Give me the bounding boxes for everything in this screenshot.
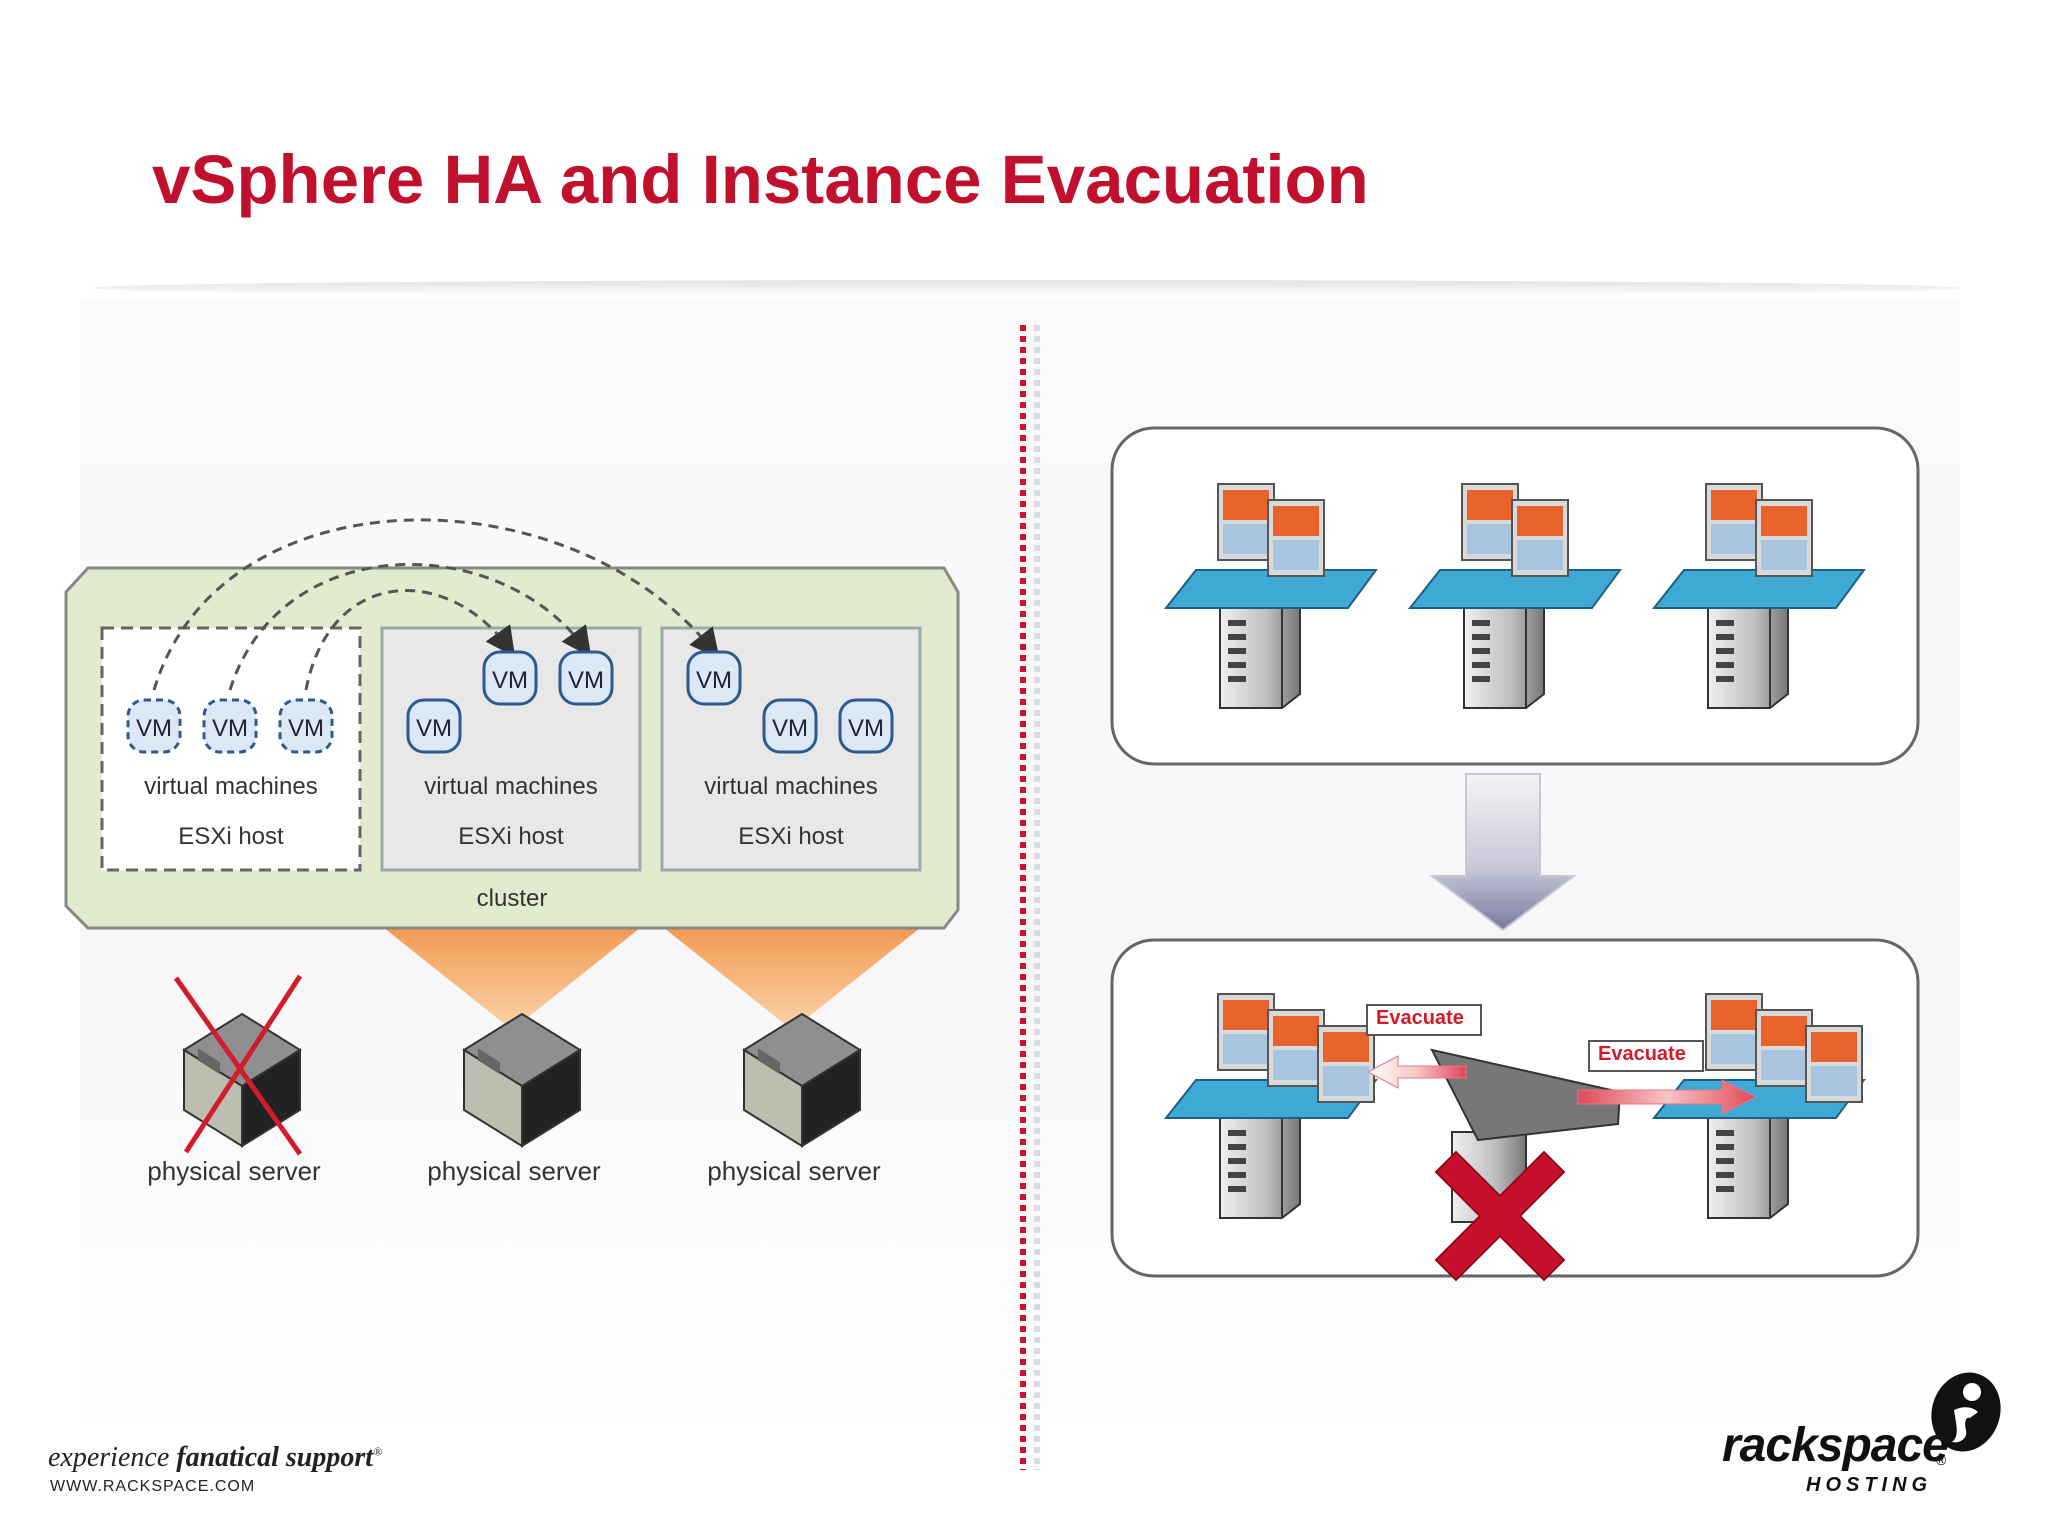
physical-server-icon xyxy=(742,1012,862,1148)
brand-registered-mark: ® xyxy=(1936,1452,1947,1468)
server-label: physical server xyxy=(427,1156,601,1186)
vm-badge-dashed: VM xyxy=(126,698,182,754)
host-vms-label: virtual machines xyxy=(144,773,317,800)
vm-badge: VM xyxy=(406,698,462,754)
physical-server-icon xyxy=(462,1012,582,1148)
vm-badge: VM xyxy=(558,650,614,706)
vm-card-stack-icon xyxy=(1705,993,1863,1103)
server-tower-icon xyxy=(1219,594,1301,709)
host-label: ESXi host xyxy=(738,823,844,850)
host-vms-label: virtual machines xyxy=(424,773,597,800)
vm-badge: VM xyxy=(686,650,742,706)
svg-text:VM: VM xyxy=(416,715,452,742)
vm-card-stack-icon xyxy=(1217,993,1375,1103)
svg-text:VM: VM xyxy=(696,667,732,694)
svg-text:VM: VM xyxy=(568,667,604,694)
down-arrow-icon xyxy=(1429,773,1577,932)
host-with-vms-icon xyxy=(1651,483,1866,709)
footer-tagline: experience fanatical support® xyxy=(48,1442,383,1473)
vm-card-stack-icon xyxy=(1217,483,1325,577)
server-tower-icon xyxy=(1219,1104,1301,1219)
vm-badge-dashed: VM xyxy=(202,698,258,754)
evacuate-label: Evacuate xyxy=(1366,1004,1482,1036)
brand-subtitle: HOSTING xyxy=(1806,1474,1933,1496)
host-with-vms-icon xyxy=(1651,993,1866,1219)
svg-text:VM: VM xyxy=(136,715,172,742)
svg-text:VM: VM xyxy=(492,667,528,694)
server-label: physical server xyxy=(707,1156,881,1186)
vm-badge: VM xyxy=(482,650,538,706)
rackspace-logo-icon xyxy=(1931,1372,2001,1452)
vertical-divider-shadow xyxy=(1034,325,1040,1470)
server-tower-icon xyxy=(1463,594,1545,709)
brand-name: rackspace xyxy=(1722,1419,1949,1472)
cluster-label: cluster xyxy=(477,885,548,912)
svg-text:VM: VM xyxy=(288,715,324,742)
vm-card-stack-icon xyxy=(1705,483,1813,577)
projection-beam xyxy=(384,928,640,1030)
evacuate-arrow-left xyxy=(1366,1055,1467,1089)
failure-cross-icon xyxy=(173,974,303,1156)
projection-beam xyxy=(664,928,920,1030)
migration-arc xyxy=(304,589,516,691)
left-diagram: VM VM VM VM VM VM VM VM xyxy=(64,518,960,1186)
server-label: physical server xyxy=(147,1156,321,1186)
migration-arc xyxy=(228,562,592,691)
vertical-divider xyxy=(1020,325,1026,1470)
migration-arc xyxy=(152,518,720,691)
host-vms-label: virtual machines xyxy=(704,773,877,800)
evacuate-label: Evacuate xyxy=(1588,1040,1704,1072)
failed-host-cross-icon xyxy=(1434,1150,1566,1282)
host-label: ESXi host xyxy=(458,823,564,850)
footer-website: WWW.RACKSPACE.COM xyxy=(50,1478,256,1495)
evacuate-arrow-right xyxy=(1577,1079,1758,1115)
host-with-vms-icon xyxy=(1163,993,1378,1219)
host-with-vms-icon xyxy=(1163,483,1378,709)
vm-badge: VM xyxy=(762,698,818,754)
svg-text:VM: VM xyxy=(772,715,808,742)
server-tower-icon xyxy=(1707,1104,1789,1219)
slide-title: vSphere HA and Instance Evacuation xyxy=(152,141,1369,218)
host-label: ESXi host xyxy=(178,823,284,850)
svg-text:VM: VM xyxy=(212,715,248,742)
vm-card-stack-icon xyxy=(1461,483,1569,577)
vm-badge: VM xyxy=(838,698,894,754)
svg-text:VM: VM xyxy=(848,715,884,742)
server-tower-icon xyxy=(1707,594,1789,709)
vm-badge-dashed: VM xyxy=(278,698,334,754)
title-rule xyxy=(90,280,1960,296)
host-with-vms-icon xyxy=(1407,483,1622,709)
